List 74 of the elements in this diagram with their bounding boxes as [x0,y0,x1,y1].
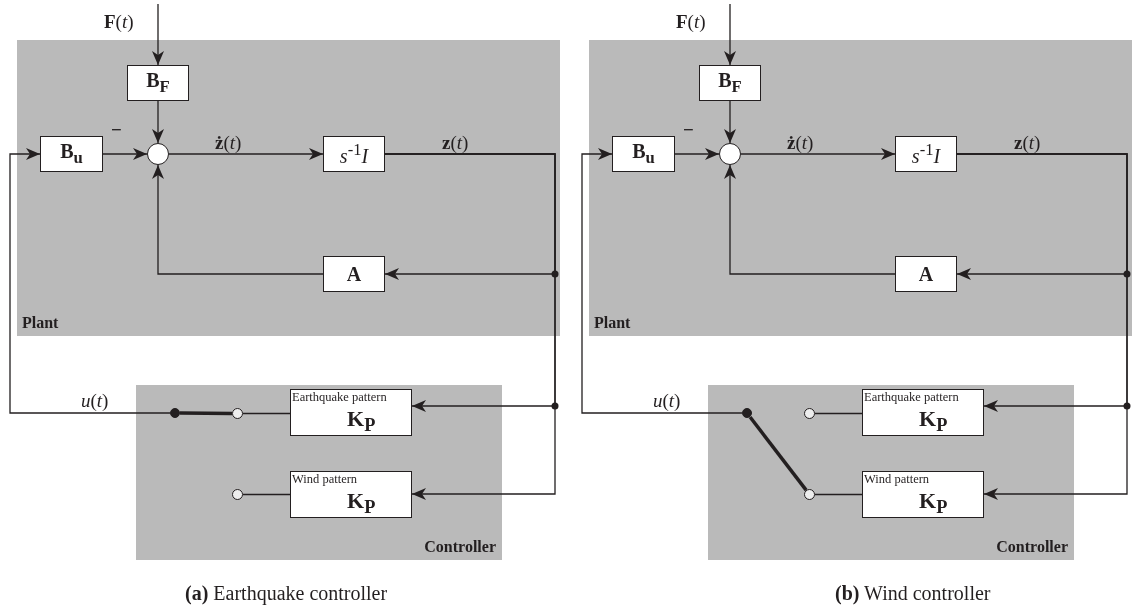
switch-contact [804,489,815,500]
block-caption: Earthquake pattern [864,390,959,405]
edge-label: z(t) [1013,133,1042,152]
arrow [956,153,1128,500]
block-symbol: A [918,262,934,286]
block-symbol: B$_{F}$ [718,69,742,97]
connector-line [814,412,863,415]
transfer-block [612,136,675,172]
transfer-block [323,256,385,292]
arrow [152,164,324,275]
arrow [9,148,171,414]
edge-label: z(t) [441,133,470,152]
transfer-block [895,136,957,172]
arrow [740,148,896,160]
block-symbol: B$_{u}$ [632,140,655,168]
edge-label: F(t) [103,12,135,31]
panel-title: Plant [594,314,631,332]
block-symbol: B$_{F}$ [146,69,170,97]
transfer-block [40,136,103,172]
panel-background [589,40,1132,336]
arrow [168,148,324,160]
transfer-block [895,256,957,292]
panel-background [17,40,560,336]
edge-label: F(t) [675,12,707,31]
gain-symbol: K$_{P}$ [919,488,948,519]
figure-caption: (b) Wind controller [835,582,991,605]
switch-contact [232,489,243,500]
connector-line [242,412,291,415]
switch-pivot [742,408,752,418]
connector-line [814,493,863,496]
panel-title: Controller [996,538,1068,556]
arrow [102,148,148,160]
panel-background [136,385,502,560]
gain-block [290,471,412,518]
block-symbol: B$_{u}$ [60,140,83,168]
transfer-block [127,65,189,101]
block-caption: Earthquake pattern [292,390,387,405]
edge-label: ż(t) [786,133,815,152]
block-symbol: s$^{-1}$I [339,140,369,168]
edge-label: u(t) [80,391,110,410]
gain-symbol: K$_{P}$ [919,406,948,437]
gain-block [862,471,984,518]
arrow [152,3,164,66]
block-symbol: A [346,262,362,286]
summing-junction [719,143,741,165]
arrow [384,153,556,500]
gain-symbol: K$_{P}$ [347,488,376,519]
gain-block [290,389,412,436]
arrow [674,148,720,160]
block-symbol: s$^{-1}$I [911,140,941,168]
gain-block [862,389,984,436]
edge-label: ż(t) [214,133,243,152]
transfer-block [699,65,761,101]
summing-junction [147,143,169,165]
connector-line [180,411,232,416]
arrow [724,3,736,66]
arrow [581,148,743,414]
panel-title: Plant [22,314,59,332]
connector-line [242,493,291,496]
arrow [152,100,164,144]
edge-label: u(t) [652,391,682,410]
arrow [724,100,736,144]
block-caption: Wind pattern [292,472,358,487]
switch-contact [804,408,815,419]
panel-title: Controller [424,538,496,556]
block-caption: Wind pattern [864,472,930,487]
panel-background [708,385,1074,560]
transfer-block [323,136,385,172]
switch-pivot [170,408,180,418]
arrow [724,164,896,275]
figure-caption: (a) Earthquake controller [185,582,388,605]
connector-line [748,415,808,492]
gain-symbol: K$_{P}$ [347,406,376,437]
switch-contact [232,408,243,419]
